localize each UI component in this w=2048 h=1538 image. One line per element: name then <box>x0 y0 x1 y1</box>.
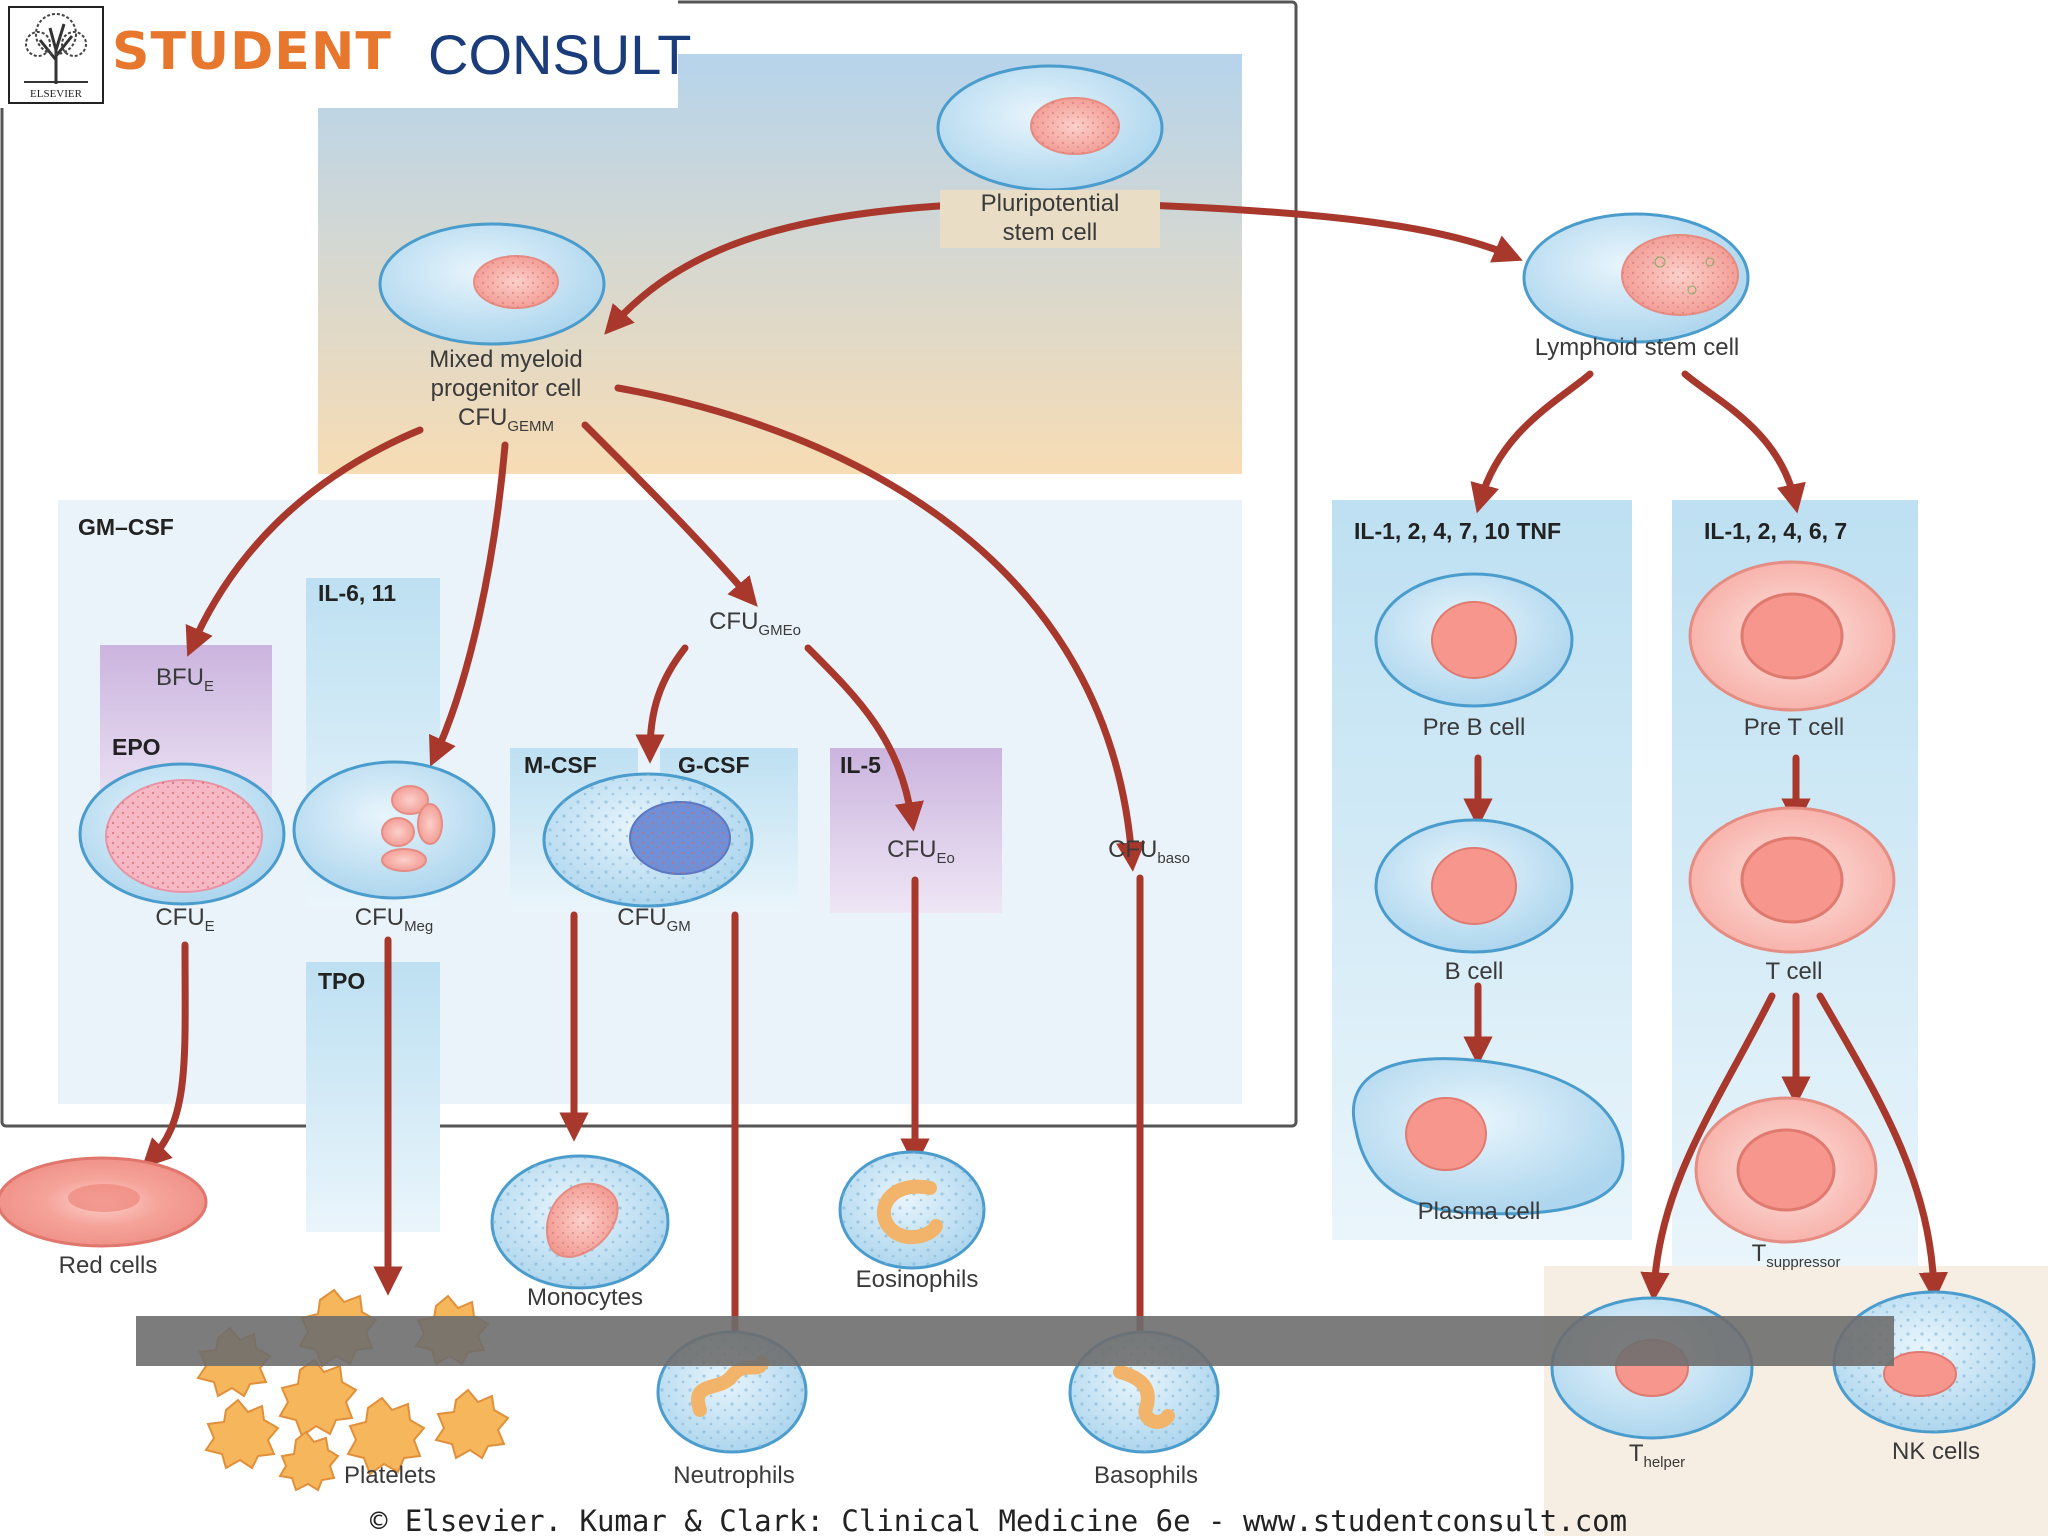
label-bfu-sub: E <box>203 678 214 695</box>
label-t-suppressor: Tsuppressor <box>1706 1240 1886 1272</box>
label-cfu-eo-base: CFU <box>887 836 937 863</box>
cfu-e-cell <box>78 762 286 906</box>
label-cfu-baso: CFUbaso <box>1074 836 1224 868</box>
label-b-cell: B cell <box>1444 958 1504 985</box>
factor-il-5: IL-5 <box>840 752 881 778</box>
label-t-suppressor-base: T <box>1751 1240 1767 1267</box>
label-bfu-e: BFUE <box>120 664 250 696</box>
label-bfu-base: BFU <box>155 664 204 691</box>
factor-tpo: TPO <box>318 968 366 994</box>
label-pluripotential-line1: Pluripotential <box>980 190 1120 217</box>
label-cfu-e: CFUE <box>120 904 250 936</box>
label-nk-cells: NK cells <box>1891 1438 1981 1465</box>
elsevier-wordmark: ELSEVIER <box>30 88 82 100</box>
label-cfu-gmeo-sub: GMEo <box>758 622 801 639</box>
b-cell <box>1374 818 1574 954</box>
label-cfu-baso-base: CFU <box>1108 836 1158 863</box>
cfu-gm-cell <box>542 772 754 908</box>
label-lymphoid: Lymphoid stem cell <box>1534 334 1740 361</box>
label-neutrophils: Neutrophils <box>673 1462 795 1489</box>
factor-epo: EPO <box>112 734 161 760</box>
factor-il-b: IL-1, 2, 4, 7, 10 TNF <box>1354 518 1562 544</box>
plasma-cell <box>1352 1057 1625 1216</box>
label-cfu-meg: CFUMeg <box>324 904 464 936</box>
label-cfu-gemm-base: CFU <box>458 403 508 431</box>
label-platelets: Platelets <box>343 1462 437 1489</box>
label-mixed-line2: progenitor cell <box>430 374 582 402</box>
label-cfu-gm-sub: GM <box>666 918 691 935</box>
label-plasma-cell: Plasma cell <box>1417 1198 1541 1225</box>
student-consult-logo: ELSEVIER STUDENT CONSULT <box>0 0 691 108</box>
label-cfu-e-base: CFU <box>155 904 205 931</box>
label-cfu-gm-base: CFU <box>617 904 667 931</box>
mixed-myeloid-cell <box>378 222 606 346</box>
label-pluripotential-line2: stem cell <box>1002 218 1098 246</box>
label-pluripotential: Pluripotential stem cell <box>940 190 1160 248</box>
eosinophil-cell <box>838 1150 986 1270</box>
pre-t-cell <box>1688 560 1896 712</box>
label-cfu-e-sub: E <box>204 918 215 935</box>
label-cfu-gmeo-base: CFU <box>709 608 759 635</box>
lymphoid-stem-cell <box>1522 212 1750 344</box>
label-t-suppressor-sub: suppressor <box>1766 1254 1841 1271</box>
label-t-cell: T cell <box>1765 958 1823 985</box>
t-cell <box>1688 806 1896 954</box>
label-cfu-gemm-sub: GEMM <box>507 417 554 435</box>
label-t-helper: Thelper <box>1592 1440 1722 1472</box>
label-cfu-gmeo: CFUGMEo <box>670 608 840 640</box>
cfu-meg-cell <box>292 760 496 900</box>
monocyte-cell <box>490 1154 670 1290</box>
label-mixed-line1: Mixed myeloid <box>429 346 583 373</box>
overlay-bar <box>136 1316 1894 1366</box>
label-mixed-myeloid: Mixed myeloid progenitor cell CFUGEMM <box>396 346 616 436</box>
label-t-helper-sub: helper <box>1643 1454 1686 1471</box>
label-red-cells: Red cells <box>58 1252 158 1279</box>
label-pre-b: Pre B cell <box>1422 714 1526 741</box>
copyright-footer: © Elsevier. Kumar & Clark: Clinical Medi… <box>370 1504 1628 1538</box>
label-cfu-eo: CFUEo <box>856 836 986 868</box>
elsevier-logo: ELSEVIER <box>8 6 104 104</box>
label-eosinophils: Eosinophils <box>855 1266 979 1293</box>
pluripotent-cell <box>936 64 1164 192</box>
factor-il-6-11: IL-6, 11 <box>318 580 396 606</box>
factor-gm-csf: GM–CSF <box>78 514 174 540</box>
factor-il-t: IL-1, 2, 4, 6, 7 <box>1704 518 1848 544</box>
label-cfu-baso-sub: baso <box>1157 850 1190 867</box>
pre-b-cell <box>1374 572 1574 708</box>
label-cfu-gm: CFUGM <box>584 904 724 936</box>
brand-student: STUDENT <box>112 22 392 82</box>
label-t-helper-base: T <box>1628 1440 1644 1467</box>
factor-g-csf: G-CSF <box>678 752 750 778</box>
red-cell <box>0 1156 208 1248</box>
label-pre-t: Pre T cell <box>1743 714 1845 741</box>
t-suppressor-cell <box>1694 1096 1878 1244</box>
label-basophils: Basophils <box>1093 1462 1199 1489</box>
label-cfu-meg-base: CFU <box>354 904 405 931</box>
label-cfu-meg-sub: Meg <box>404 918 434 935</box>
factor-m-csf: M-CSF <box>524 752 597 778</box>
label-monocytes: Monocytes <box>526 1284 644 1311</box>
brand-consult: CONSULT <box>428 23 692 86</box>
label-cfu-eo-sub: Eo <box>936 850 955 867</box>
